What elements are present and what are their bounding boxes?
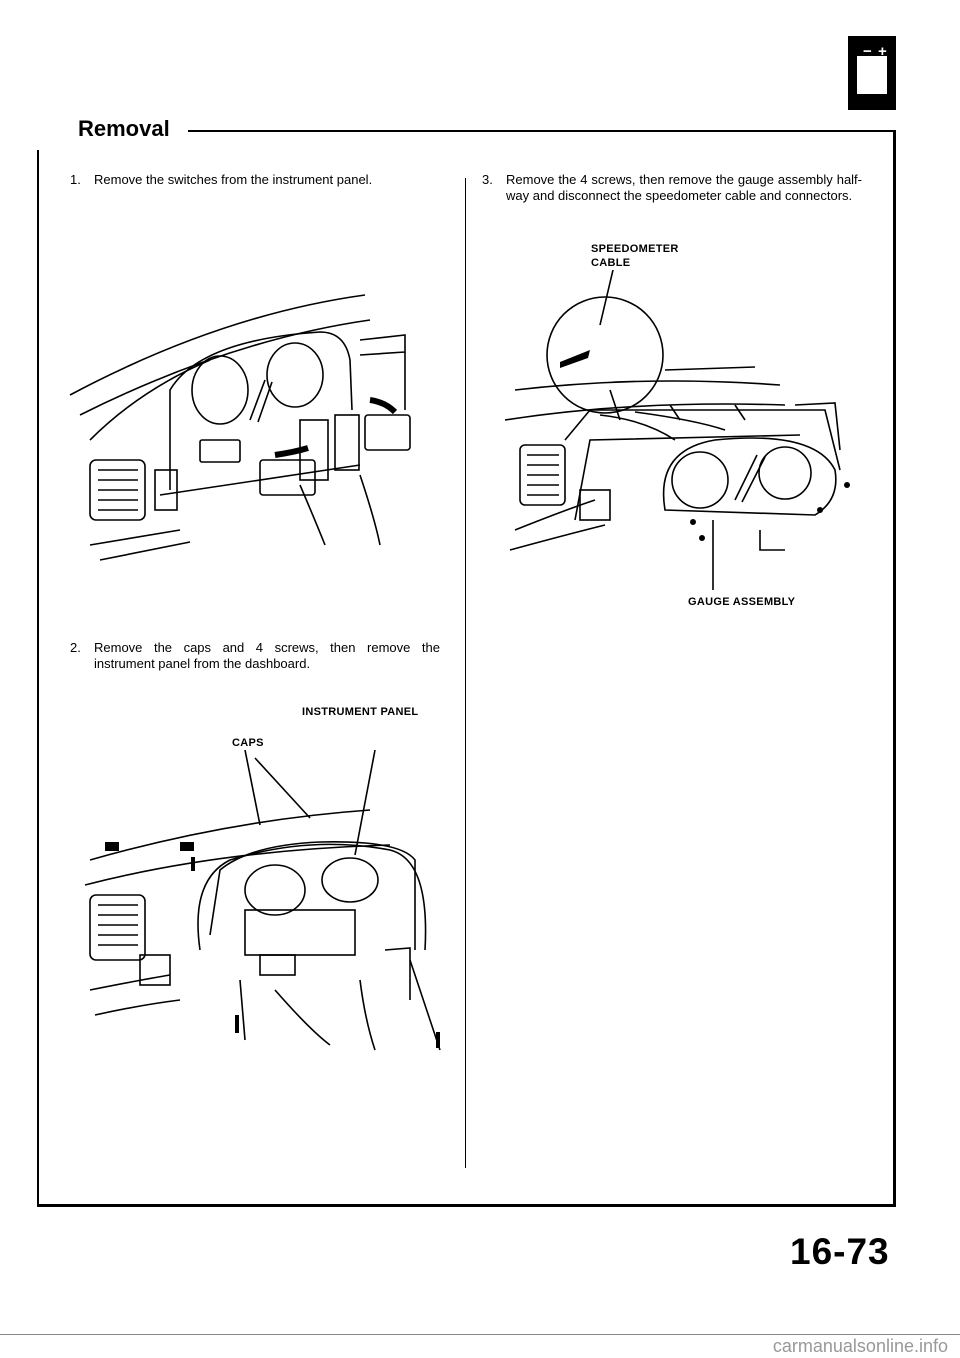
- step-2-text: Remove the caps and 4 screws, then remov…: [94, 640, 440, 671]
- frame-right-rule: [893, 130, 896, 1207]
- battery-icon: − +: [848, 36, 896, 110]
- instrument-panel-removal-illustration: [84, 750, 441, 1051]
- label-cable: CABLE: [591, 257, 631, 269]
- step-2-number: 2.: [70, 640, 81, 655]
- battery-plus-sign: +: [878, 43, 887, 60]
- label-caps: CAPS: [232, 737, 264, 749]
- gauge-assembly-removal-illustration: [504, 270, 850, 590]
- battery-minus-sign: −: [863, 43, 872, 60]
- label-speedometer: SPEEDOMETER: [591, 243, 679, 255]
- title-rule: [188, 130, 896, 132]
- step-1-number: 1.: [70, 172, 81, 187]
- footer-rule: [0, 1334, 960, 1335]
- frame-bottom-rule: [37, 1204, 896, 1207]
- page-number: 16-73: [790, 1231, 890, 1272]
- step-1-text: Remove the switches from the instrument …: [94, 172, 373, 187]
- watermark: carmanualsonline.info: [772, 1336, 948, 1356]
- step-3-text: Remove the 4 screws, then remove the gau…: [506, 172, 862, 203]
- section-title: Removal: [78, 116, 170, 141]
- battery-face: [857, 56, 887, 94]
- step-3-number: 3.: [482, 172, 493, 187]
- switches-removal-illustration: [69, 294, 411, 561]
- label-instrument-panel: INSTRUMENT PANEL: [302, 706, 419, 718]
- frame-left-rule: [37, 150, 39, 1204]
- label-gauge-assembly: GAUGE ASSEMBLY: [688, 596, 796, 608]
- column-divider: [465, 178, 466, 1168]
